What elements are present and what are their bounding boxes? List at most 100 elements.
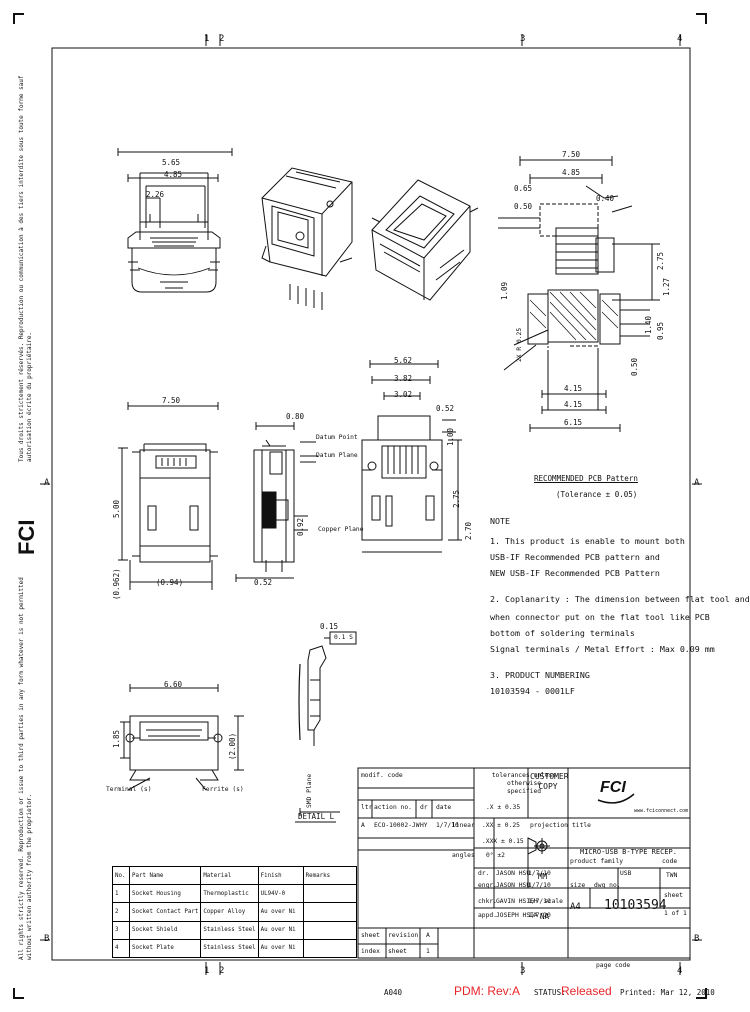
dim-2-00: (2.00) <box>228 732 237 760</box>
bom-cell: Socket Contact Part <box>128 902 202 922</box>
bom-cell: Stainless Steel <box>200 938 259 959</box>
dim-0-52: 0.52 <box>254 578 273 587</box>
tb-chkr-date: 1/7/10 <box>528 898 551 905</box>
dim-0-92: 0.92 <box>296 517 305 536</box>
isometric-view-2 <box>371 179 479 301</box>
tb-index: index <box>361 948 380 955</box>
engineering-drawing: FCI FCI <box>13 13 707 999</box>
tb-tol-xx: .XX ± 0.25 <box>482 822 520 829</box>
svg-text:FCI: FCI <box>600 779 626 796</box>
tb-angles: angles <box>452 852 475 859</box>
bom-header-finish: Finish <box>257 865 304 886</box>
table-row: 1 Socket Housing Thermoplastic UL94V-0 <box>112 884 358 904</box>
note-heading: NOTE <box>490 516 510 526</box>
dim-5-62: 5.62 <box>394 356 413 365</box>
zone-bottom-3: 3 <box>520 966 526 976</box>
dim-0-962: (0.962) <box>112 568 121 600</box>
pcb-dim-0-65: 0.65 <box>514 184 533 193</box>
bom-cell <box>302 884 358 904</box>
tb-code: TWN <box>666 872 678 879</box>
front-view-small <box>120 684 244 791</box>
tb-rev-action: ECO-10002-JW <box>374 822 420 829</box>
bom-cell: Stainless Steel <box>200 920 259 940</box>
bom-cell: 3 <box>112 920 130 940</box>
tb-scale: NA <box>540 912 550 921</box>
tb-sheet: 1 of 1 <box>664 910 687 917</box>
footer-format: A040 <box>384 988 403 997</box>
pcb-dim-6-15: 6.15 <box>564 418 583 427</box>
bom-cell: Socket Plate <box>128 938 202 959</box>
tb-customer-copy: CUSTOMER COPY <box>530 772 569 791</box>
callout-copper-plane: Copper Plane <box>318 526 364 533</box>
dim-0-80: 0.80 <box>286 412 305 421</box>
tb-dr-date: 1/7/10 <box>528 870 551 877</box>
front-view-top <box>127 172 221 293</box>
tb-website: www.fciconnect.com <box>634 808 689 814</box>
rights-notice-fr: Tous droits strictement réservés. Reprod… <box>18 75 33 462</box>
dim-1-00: 1.00 <box>446 427 455 446</box>
note-line-2: USB-IF Recommended PCB pattern and <box>490 552 660 562</box>
bom-cell: 4 <box>112 938 130 959</box>
tb-scale-label: scale <box>544 898 563 905</box>
dim-1-85: 1.85 <box>112 729 121 748</box>
bom-cell <box>302 902 358 922</box>
bom-header-part: Part Name <box>128 865 202 886</box>
pcb-dim-0-50-side: 0.50 <box>630 357 639 376</box>
dim-2-70: 2.70 <box>464 521 473 540</box>
detail-l <box>295 631 357 823</box>
bom-table: No. Part Name Material Finish Remarks 1 … <box>112 865 358 959</box>
table-row: 2 Socket Contact Part Copper Alloy Au ov… <box>112 902 358 922</box>
footer-pdm: PDM: Rev:A <box>454 984 521 998</box>
tb-projection: projection <box>530 822 568 829</box>
dim-2-75-rear: 2.75 <box>452 489 461 508</box>
table-row: 3 Socket Shield Stainless Steel Au over … <box>112 920 358 940</box>
tb-engr-role: engr. <box>478 882 497 889</box>
zone-top-3: 3 <box>520 34 526 44</box>
tb-ltr: ltr <box>361 804 373 811</box>
tb-modif-code: modif. code <box>361 772 403 779</box>
dim-5-00: 5.00 <box>112 499 121 518</box>
pcb-dim-2-75: 2.75 <box>656 251 665 270</box>
pcb-pattern-title: RECOMMENDED PCB Pattern <box>534 474 638 483</box>
tb-dwg-no: 10103594 <box>604 898 667 913</box>
bom-cell: Au over Ni <box>257 902 304 922</box>
projection-symbol-icon <box>527 837 550 855</box>
dim-6-60: 6.60 <box>164 680 183 689</box>
fci-logo-side: FCI <box>14 520 39 555</box>
zone-bottom-4: 4 <box>677 966 683 976</box>
detail-smd-plane: SMD Plane <box>306 773 313 808</box>
dim-2-26: 2.26 <box>146 190 165 199</box>
rights-notice-en: All rights strictly reserved. Reproducti… <box>18 577 33 960</box>
tb-rev: A <box>426 932 430 939</box>
tb-sheet-rev: sheet <box>361 932 380 939</box>
bom-cell: Au over Ni <box>257 920 304 940</box>
note-line-1: 1. This product is enable to mount both <box>490 536 685 546</box>
note-line-7: Signal terminals / Metal Effort : Max 0.… <box>490 644 715 654</box>
zone-right-a: A <box>694 478 700 488</box>
table-row: 4 Socket Plate Stainless Steel Au over N… <box>112 938 358 959</box>
zone-left-b: B <box>44 934 50 944</box>
tb-dwg-no-label: dwg no. <box>594 882 621 889</box>
dim-3-02: 3.02 <box>394 390 413 399</box>
bom-header-remarks: Remarks <box>302 865 358 886</box>
pcb-dim-0-40: 0.40 <box>596 194 615 203</box>
tb-title-label: title <box>572 822 591 829</box>
bom-cell: Socket Shield <box>128 920 202 940</box>
callout-datum-plane: Datum Plane <box>316 452 358 459</box>
zone-bottom-2: 2 <box>219 966 225 976</box>
dim-0-52-rear: 0.52 <box>436 404 455 413</box>
bom-cell: Thermoplastic <box>200 884 259 904</box>
pcb-pattern <box>498 156 660 432</box>
tb-dr-role: dr. <box>478 870 490 877</box>
tb-tol-xxx: .XXX ± 0.15 <box>482 838 524 845</box>
pcb-dim-4-85: 4.85 <box>562 168 581 177</box>
tb-product-family: USB <box>620 870 632 877</box>
bottom-view <box>118 402 219 590</box>
tb-sheet-small: sheet <box>388 948 407 955</box>
tb-tolerances: tolerances unless otherwise specified <box>491 772 557 795</box>
pcb-pattern-tolerance: (Tolerance ± 0.05) <box>556 490 638 499</box>
tb-revision: revision <box>388 932 419 939</box>
dim-0-94: (0.94) <box>156 578 184 587</box>
pcb-dim-4-15-a: 4.15 <box>564 384 583 393</box>
tb-dr-name: JASON HSU <box>496 870 531 877</box>
